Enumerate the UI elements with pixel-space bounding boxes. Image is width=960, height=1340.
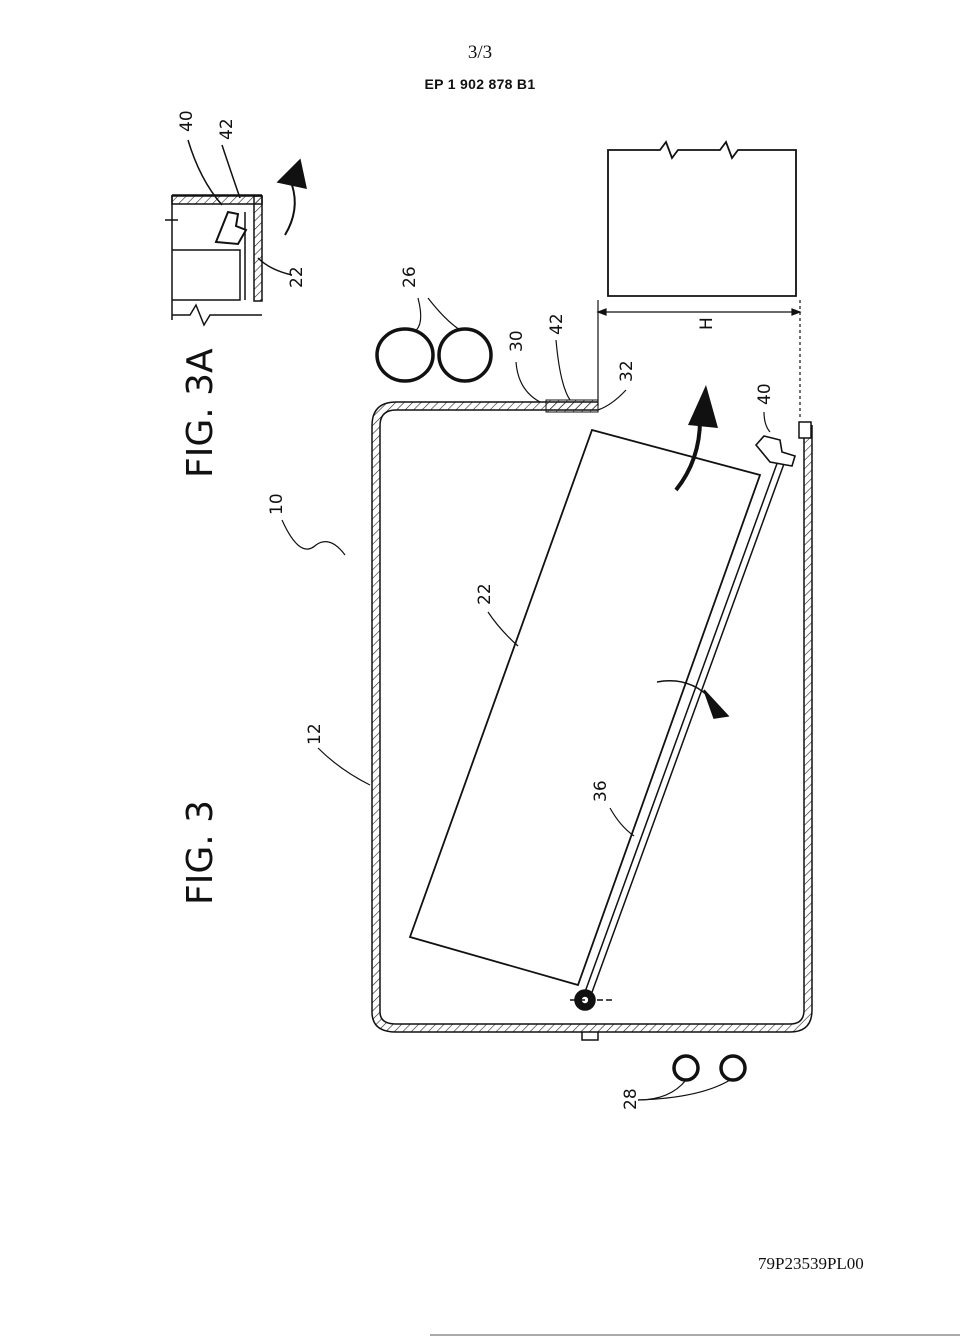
leader-lines: [281, 297, 771, 1101]
label-22: 22: [475, 583, 495, 605]
label-12: 12: [305, 723, 325, 745]
dimension-h-label: H: [697, 317, 717, 330]
publication-number: EP 1 902 878 B1: [424, 76, 536, 92]
label-32: 32: [617, 360, 637, 382]
fig3a-detail: [165, 139, 307, 327]
label-26: 26: [400, 266, 420, 288]
enclosure-wall: [371, 399, 813, 1041]
label-40-detail: 40: [177, 110, 197, 132]
opening-arrow: [674, 385, 718, 492]
panel-22: [408, 428, 762, 987]
dimension-h: [596, 300, 802, 420]
label-30: 30: [507, 330, 527, 352]
label-40: 40: [755, 383, 775, 405]
label-28: 28: [621, 1088, 641, 1110]
document-code: 79P23539PL00: [758, 1254, 864, 1273]
label-10: 10: [267, 493, 287, 515]
rollers-26: [375, 327, 493, 383]
fig3-label: FIG. 3: [180, 800, 221, 905]
label-36: 36: [591, 780, 611, 802]
page-number: 3/3: [467, 42, 493, 63]
label-42: 42: [547, 313, 567, 335]
label-22-detail: 22: [287, 266, 307, 288]
label-42-detail: 42: [217, 118, 237, 140]
fig3a-label: FIG. 3A: [180, 348, 221, 478]
external-object: [607, 140, 797, 297]
rollers-28: [672, 1054, 747, 1082]
rod-36: [570, 435, 796, 1011]
rotation-arrow: [656, 680, 730, 719]
